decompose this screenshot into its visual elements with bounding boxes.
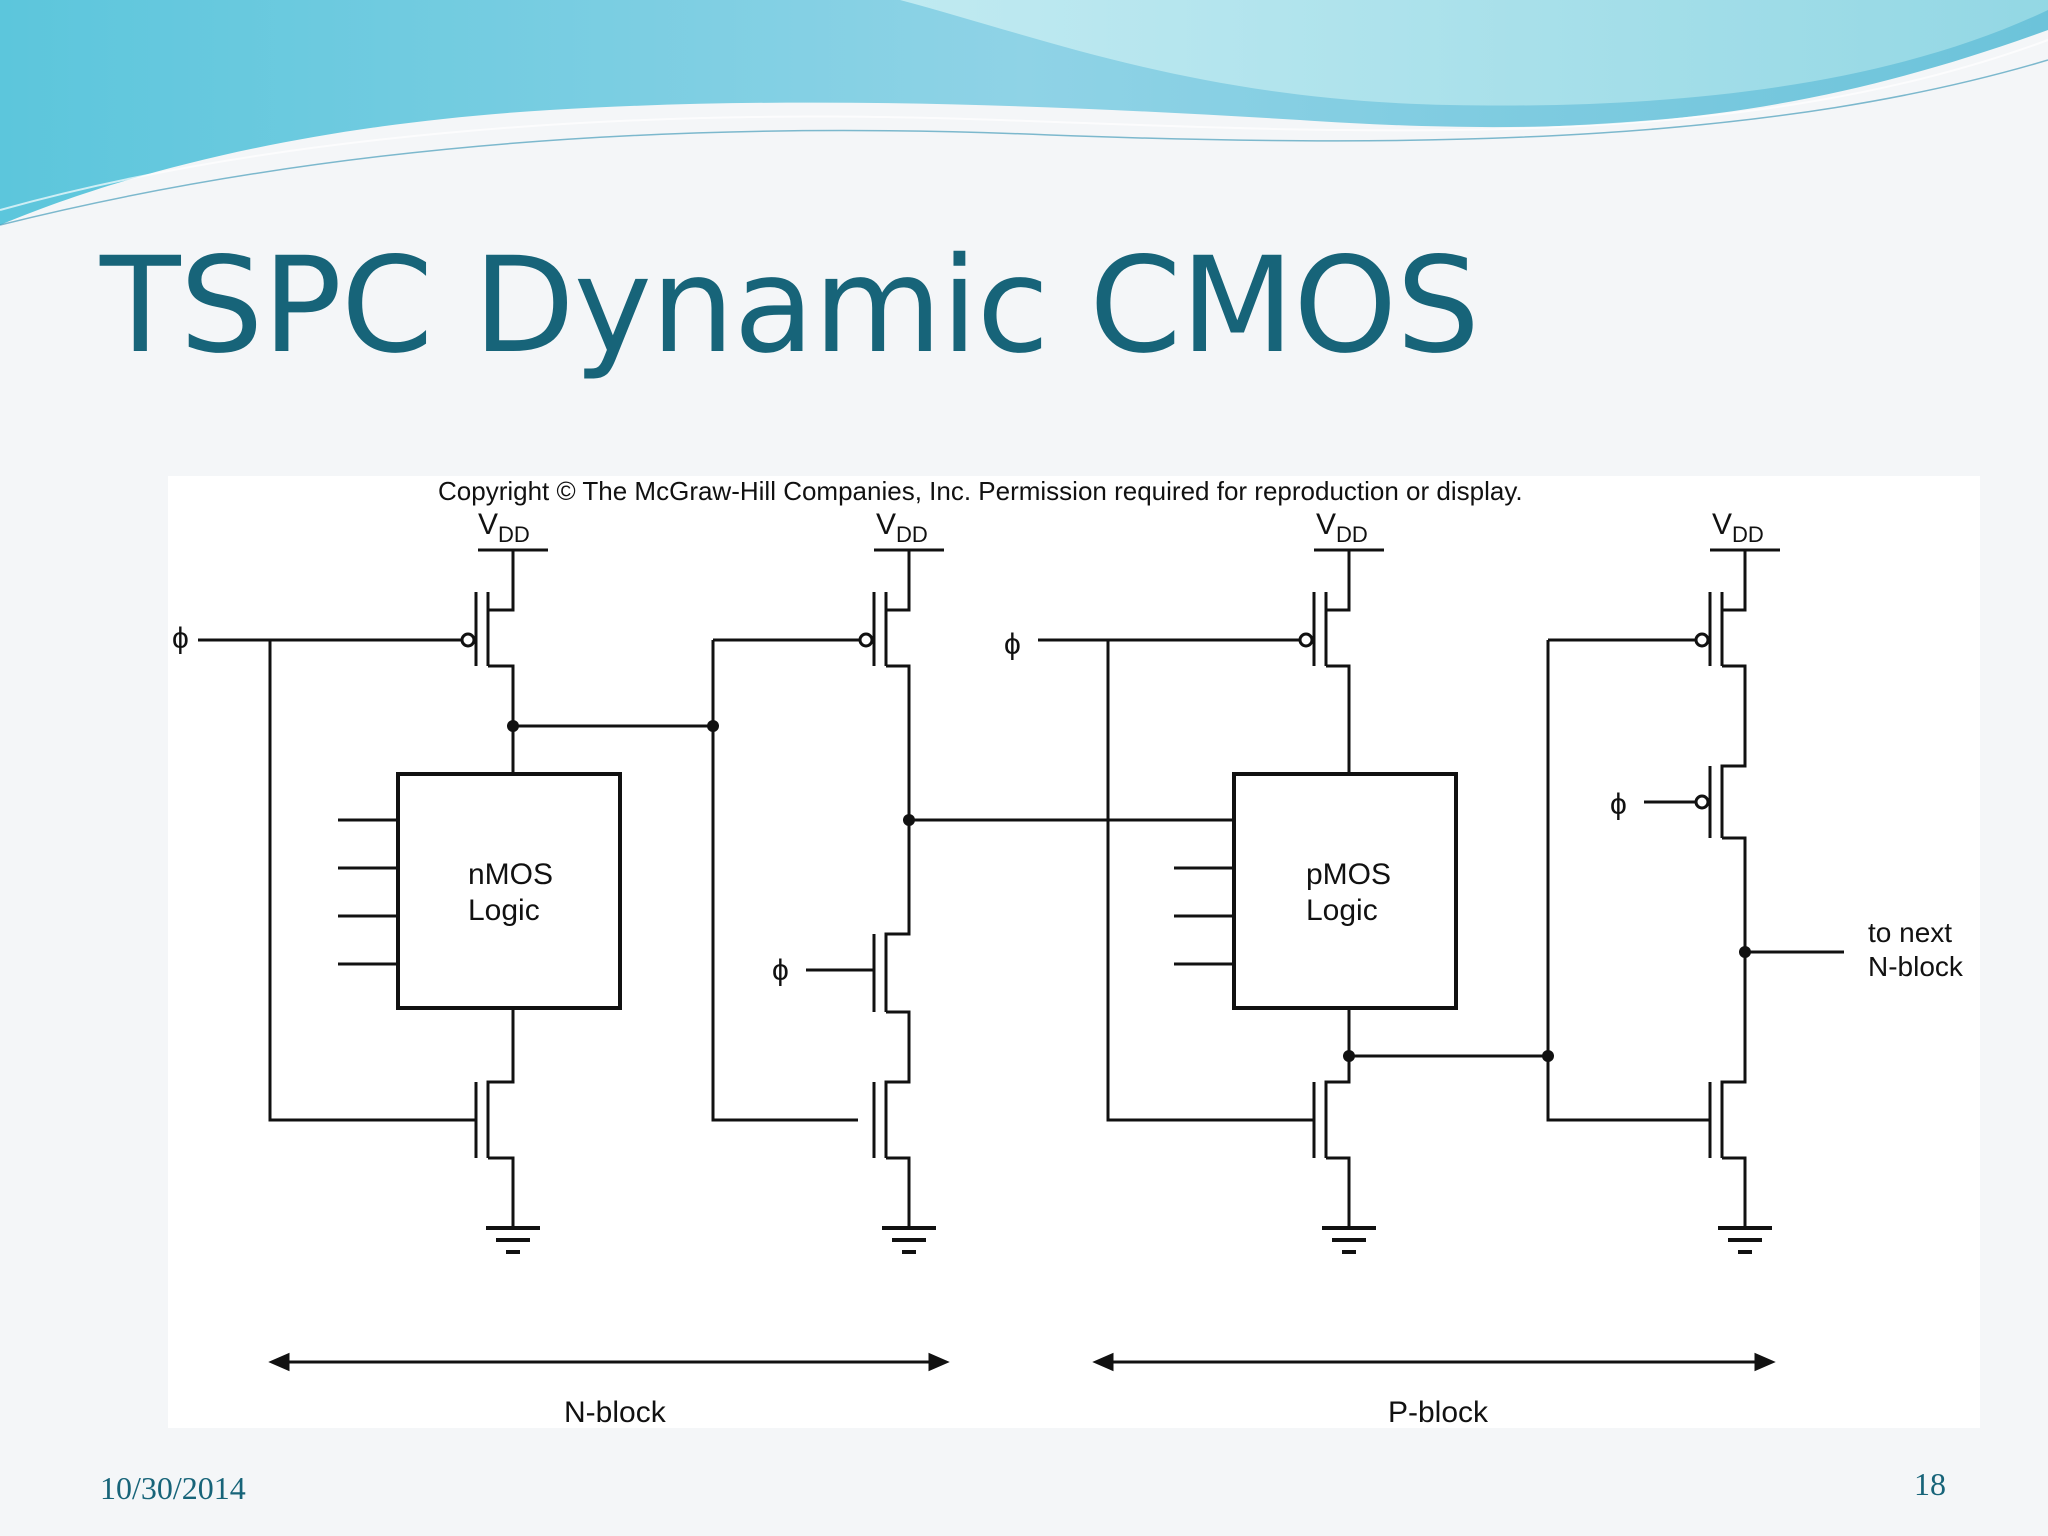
svg-text:VDD: VDD: [478, 508, 530, 547]
pmos-logic-block: [1232, 772, 1458, 1010]
stage3-supply: VDD: [1314, 508, 1384, 612]
stage1-nmos-evaluate: [460, 1008, 515, 1226]
output-label: N-block: [1868, 951, 1964, 982]
stage1-pmos-precharge: [460, 592, 515, 726]
stage3-pmos: [1038, 592, 1351, 1122]
stage2-supply: VDD: [874, 508, 944, 612]
nmos-logic-label: nMOS: [468, 858, 553, 891]
svg-text:VDD: VDD: [1316, 508, 1368, 547]
junction-node: [1343, 1050, 1355, 1062]
n-block-label: N-block: [564, 1396, 667, 1428]
n-block-span-arrow: [268, 1352, 950, 1372]
clock-line-1: [198, 638, 462, 1122]
clock-input-3: ϕ: [1004, 628, 1021, 661]
copyright-notice: Copyright © The McGraw-Hill Companies, I…: [438, 476, 1523, 506]
slide-date: 10/30/2014: [100, 1470, 246, 1506]
clock-input-1: ϕ: [172, 622, 189, 655]
pmos-logic-label: Logic: [1306, 894, 1378, 927]
output-label: to next: [1868, 917, 1952, 948]
stage4-supply: VDD: [1710, 508, 1780, 612]
svg-text:VDD: VDD: [876, 508, 928, 547]
stage4-pmos-stack: [1546, 592, 1747, 1122]
junction-node: [507, 720, 519, 732]
stage2-pmos: [711, 592, 911, 1122]
dynamic-node-1: [511, 724, 713, 774]
stage3-nmos: [1300, 1008, 1548, 1226]
nmos-logic-label: Logic: [468, 894, 540, 927]
logic-inputs-2: [1174, 866, 1234, 966]
stage4-nmos: [1708, 952, 1747, 1226]
clock-input-4: ϕ: [1610, 788, 1627, 821]
header-wave-decoration: [0, 0, 2048, 226]
circuit-schematic: Copyright © The McGraw-Hill Companies, I…: [172, 476, 1964, 1428]
ground-symbol: [1322, 1226, 1376, 1254]
slide-page-number: 18: [1914, 1466, 1946, 1502]
slide-title: TSPC Dynamic CMOS: [100, 229, 1480, 383]
clock-input-2: ϕ: [772, 954, 789, 987]
svg-text:VDD: VDD: [1712, 508, 1764, 547]
tspc-circuit-diagram: Copyright © The McGraw-Hill Companies, I…: [168, 476, 1980, 1428]
ground-symbol: [1718, 1226, 1772, 1254]
stage1-supply: VDD: [478, 508, 548, 612]
stage2-clocked-nmos: [806, 820, 911, 1226]
pmos-logic-label: pMOS: [1306, 858, 1391, 891]
nmos-logic-block: [396, 772, 622, 1010]
p-block-label: P-block: [1388, 1396, 1489, 1428]
ground-symbol: [486, 1226, 540, 1254]
p-block-span-arrow: [1092, 1352, 1776, 1372]
logic-inputs-1: [338, 818, 398, 966]
ground-symbol: [882, 1226, 936, 1254]
